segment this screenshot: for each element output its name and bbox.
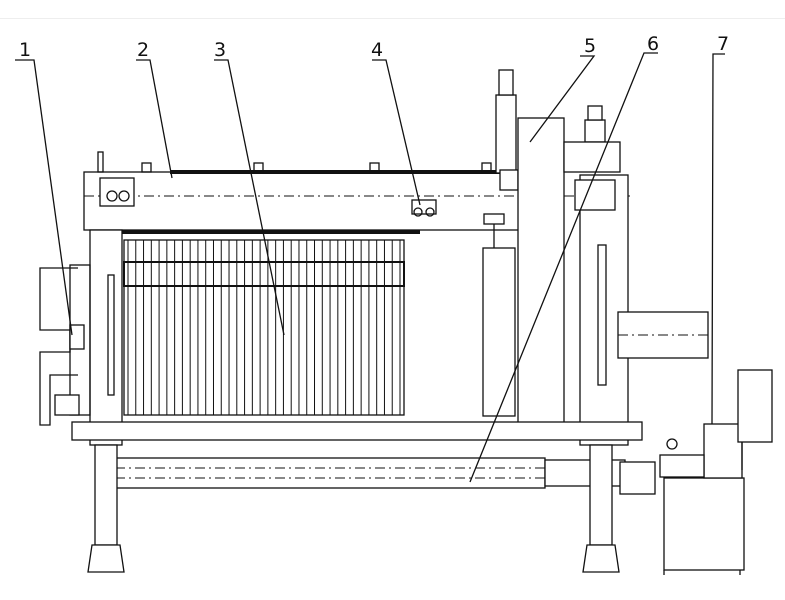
callout-6: 6 xyxy=(469,33,659,483)
callout-label-6: 6 xyxy=(647,33,659,55)
feed-pipe xyxy=(39,267,85,426)
callout-7: 7 xyxy=(711,33,729,425)
top-bar xyxy=(0,0,785,19)
callout-2: 2 xyxy=(136,39,173,179)
callout-1: 1 xyxy=(15,39,73,336)
support-legs xyxy=(87,444,620,573)
fixed-head xyxy=(69,229,123,446)
hydraulic-station xyxy=(659,369,773,575)
plate-shifter-trolley xyxy=(411,199,437,217)
plate-handle-band xyxy=(123,261,405,287)
callout-label-4: 4 xyxy=(371,39,383,61)
pressing-plate xyxy=(482,213,516,417)
callout-label-3: 3 xyxy=(214,39,226,61)
tail-head xyxy=(574,174,709,446)
callout-5: 5 xyxy=(529,35,596,143)
callout-label-5: 5 xyxy=(584,35,596,57)
callout-label-1: 1 xyxy=(19,39,31,61)
callout-3: 3 xyxy=(214,39,285,336)
callout-label-7: 7 xyxy=(717,33,729,55)
callout-label-2: 2 xyxy=(137,39,149,61)
filter-plates xyxy=(123,239,405,416)
hydraulic-cylinder xyxy=(71,421,656,495)
callout-4: 4 xyxy=(371,39,421,206)
top-beam xyxy=(83,151,630,234)
